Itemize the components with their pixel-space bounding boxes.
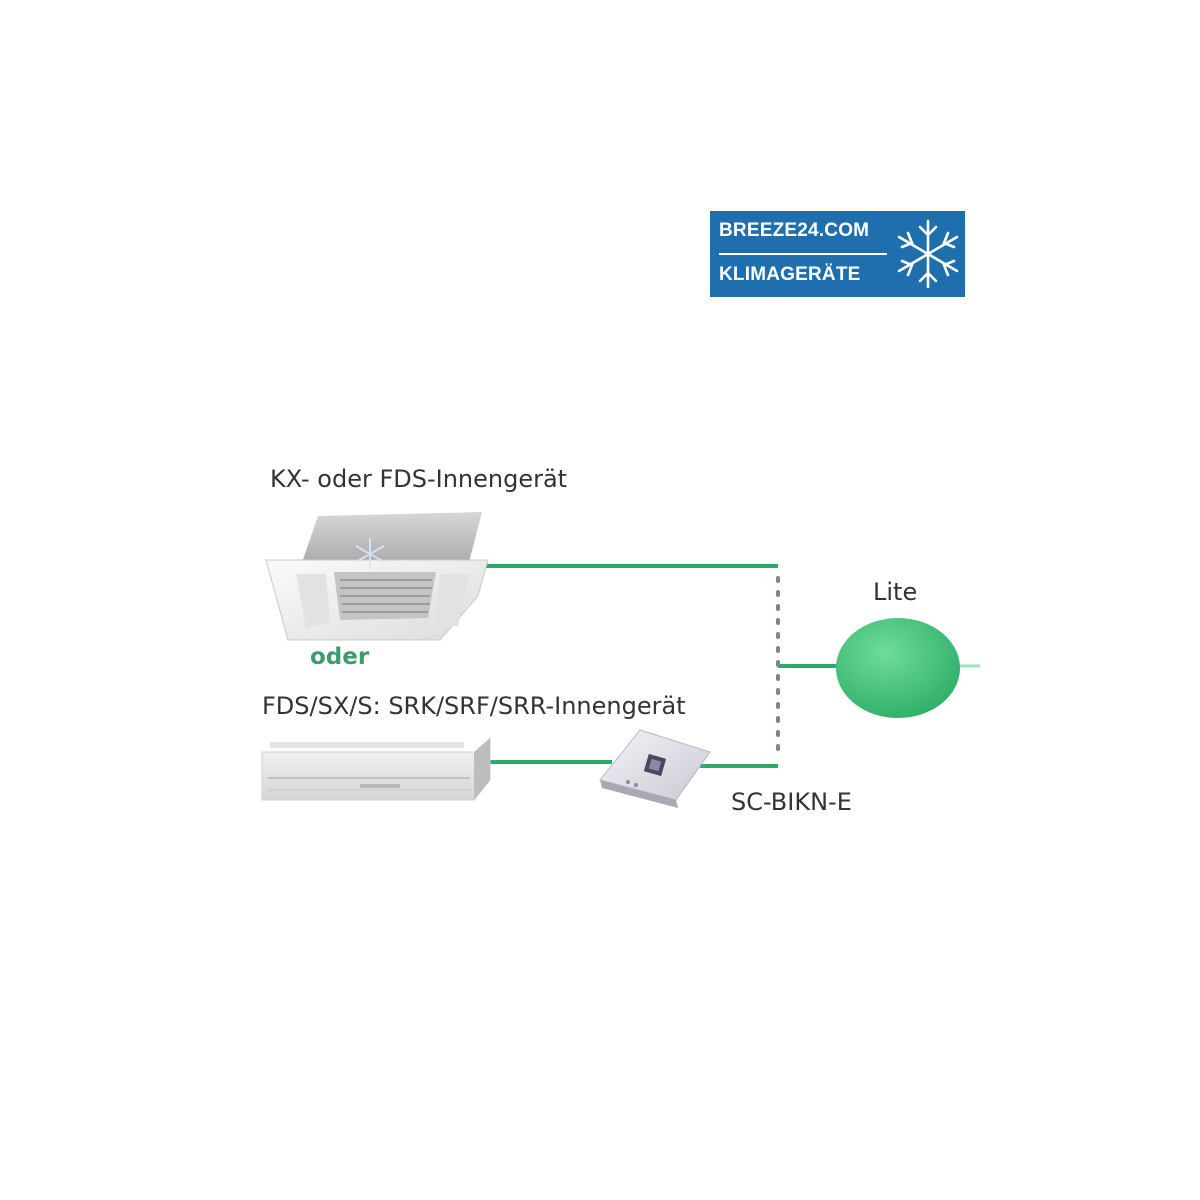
bottom-unit-label: FDS/SX/S: SRK/SRF/SRR-Innengerät <box>262 692 686 720</box>
interface-label: SC-BIKN-E <box>731 788 852 816</box>
controller-label: Lite <box>873 578 918 606</box>
logo-divider <box>719 253 887 255</box>
lite-controller-icon <box>836 618 960 718</box>
logo-line-2: KLIMAGERÄTE <box>719 264 861 285</box>
top-unit-label: KX- oder FDS-Innengerät <box>270 465 568 493</box>
or-label: oder <box>310 644 370 670</box>
brand-logo: BREEZE24.COM KLIMAGERÄTE <box>710 211 965 297</box>
wall-unit-icon <box>261 736 491 801</box>
connection-lines <box>470 564 980 768</box>
cassette-unit-icon <box>265 512 489 641</box>
interface-box-icon <box>599 729 711 808</box>
logo-line-1: BREEZE24.COM <box>719 220 870 241</box>
snowflake-icon <box>897 219 959 289</box>
